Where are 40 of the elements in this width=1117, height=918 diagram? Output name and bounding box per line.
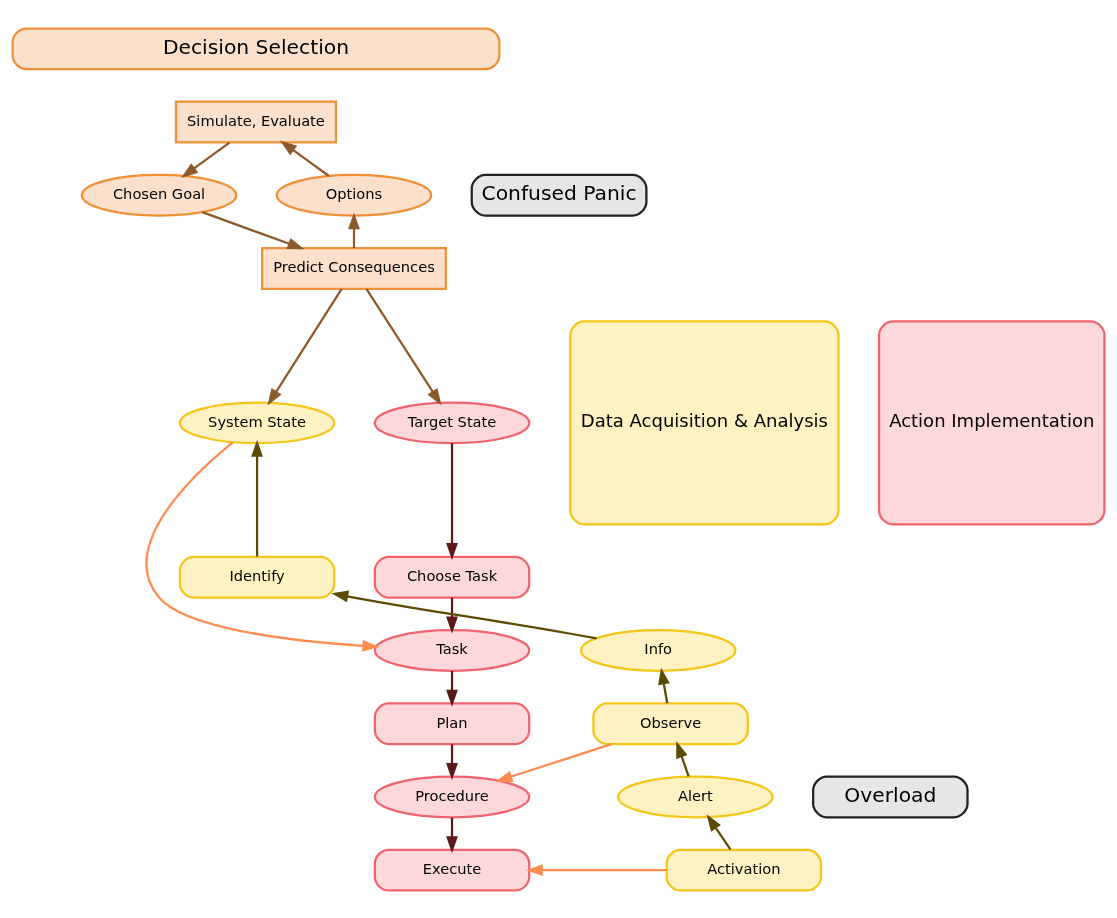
arrow xyxy=(331,590,597,639)
arrow xyxy=(446,670,458,707)
arrow xyxy=(251,439,263,557)
arrow xyxy=(658,667,670,703)
node-ellipse: Task xyxy=(373,628,531,672)
node-ellipse: Alert xyxy=(617,775,774,818)
node-box: Confused Panic xyxy=(470,173,648,217)
node-box: Observe xyxy=(592,701,749,745)
node-box: Execute xyxy=(373,848,531,892)
arrow xyxy=(495,742,612,782)
arrow xyxy=(446,743,458,780)
node-ellipse: Chosen Goal xyxy=(80,173,238,217)
node-box: Predict Consequences xyxy=(261,246,447,290)
arrow xyxy=(365,287,442,405)
arrow xyxy=(145,441,380,652)
node-box: Simulate, Evaluate xyxy=(174,100,338,143)
node-box: Plan xyxy=(373,701,531,745)
arrow xyxy=(181,141,231,178)
node-ellipse: Info xyxy=(579,628,737,672)
arrow xyxy=(348,211,360,248)
node-ellipse: System State xyxy=(178,400,336,444)
arrow xyxy=(279,140,330,177)
arrow xyxy=(267,287,343,405)
node-box: Data Acquisition & Analysis xyxy=(569,319,840,525)
arrow xyxy=(446,442,458,560)
arrow xyxy=(446,817,458,853)
node-box: Activation xyxy=(665,848,823,892)
node-ellipse: Target State xyxy=(373,400,531,444)
node-box: Choose Task xyxy=(373,555,531,599)
arrow xyxy=(706,813,732,850)
arrow xyxy=(676,740,690,777)
arrow xyxy=(201,210,305,249)
node-box: Overload xyxy=(812,775,969,818)
arrow xyxy=(525,863,667,876)
node-ellipse: Procedure xyxy=(373,775,531,818)
arrow xyxy=(446,597,458,633)
node-box: Identify xyxy=(178,555,336,599)
node-box: Action Implementation xyxy=(877,319,1106,525)
node-box: Decision Selection xyxy=(11,26,501,70)
node-ellipse: Options xyxy=(275,173,433,217)
